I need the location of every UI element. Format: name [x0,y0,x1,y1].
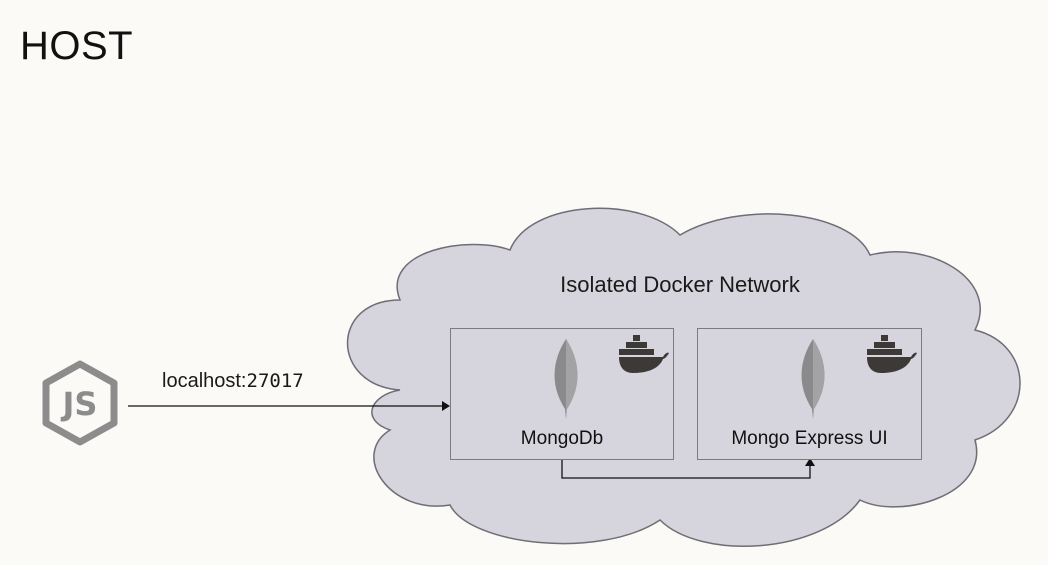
page-title: HOST [20,24,134,68]
mongo-express-container: Mongo Express UI [697,328,922,460]
host-connection-arrowhead [442,401,450,411]
mongodb-label: MongoDb [520,428,604,449]
internal-connection-line [561,458,811,479]
connection-label: localhost:27017 [162,370,304,393]
nodejs-icon: JS [42,360,118,446]
docker-whale-icon [867,335,917,373]
internal-connection-arrowhead [805,458,815,466]
connection-port: 27017 [246,370,304,392]
mongodb-leaf-icon [801,339,825,419]
network-label: Isolated Docker Network [560,272,800,297]
mongo-express-label: Mongo Express UI [731,428,888,449]
docker-whale-icon [619,335,669,373]
svg-text:JS: JS [61,385,98,423]
mongodb-leaf-icon [554,339,578,419]
connection-host: localhost: [162,370,247,392]
cloud-shape [346,207,1021,547]
mongodb-container: MongoDb [450,328,674,460]
